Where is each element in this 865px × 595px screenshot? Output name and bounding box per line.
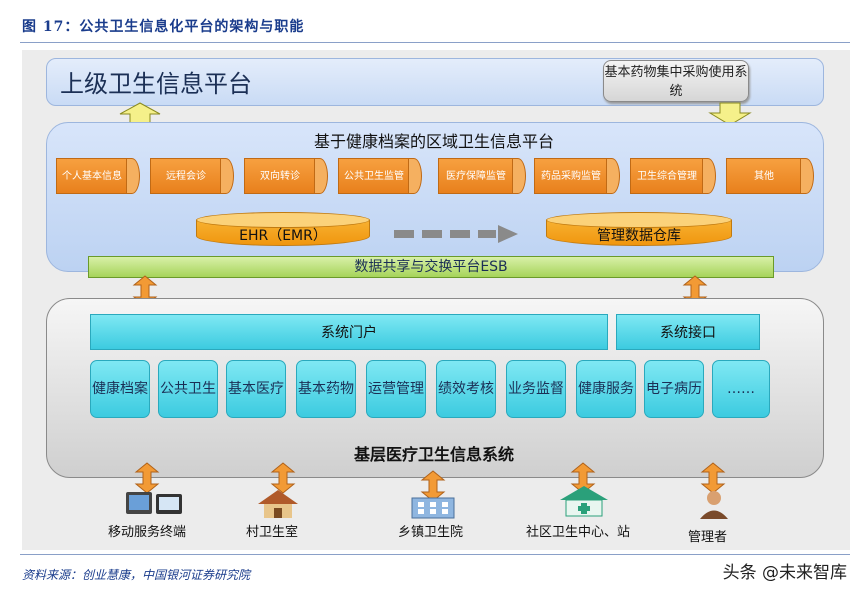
system-portal: 系统门户 xyxy=(90,314,608,350)
base-module: 健康档案 xyxy=(90,360,150,418)
warehouse-label: 管理数据仓库 xyxy=(597,228,681,244)
module-label: 个人基本信息 xyxy=(56,158,128,194)
module-label: 卫生综合管理 xyxy=(630,158,704,194)
procurement-system-box: 基本药物集中采购使用系统 xyxy=(603,60,749,102)
base-module: 电子病历 xyxy=(644,360,704,418)
module-cylinder: 其他 xyxy=(726,158,814,194)
regional-platform-title: 基于健康档案的区域卫生信息平台 xyxy=(313,132,554,151)
township-hospital-icon xyxy=(411,497,455,519)
data-warehouse-database: 管理数据仓库 xyxy=(546,212,732,248)
community-health-center-icon xyxy=(560,486,608,517)
mobile-terminal-icon xyxy=(126,492,182,514)
base-module: 公共卫生 xyxy=(158,360,218,418)
module-label: 医疗保障监管 xyxy=(438,158,514,194)
base-module: 基本医疗 xyxy=(226,360,286,418)
esb-bar: 数据共享与交换平台ESB xyxy=(88,256,774,278)
ehr-label: EHR（EMR） xyxy=(239,228,327,244)
base-module: 健康服务 xyxy=(576,360,636,418)
regional-platform xyxy=(46,122,824,272)
module-cylinder: 个人基本信息 xyxy=(56,158,140,194)
module-label: 远程会诊 xyxy=(150,158,222,194)
base-module: 绩效考核 xyxy=(436,360,496,418)
base-module: 基本药物 xyxy=(296,360,356,418)
module-label: 其他 xyxy=(726,158,802,194)
base-module: 业务监督 xyxy=(506,360,566,418)
watermark: 头条 @未来智库 xyxy=(722,563,847,583)
module-cylinder: 双向转诊 xyxy=(244,158,328,194)
bottom-rule xyxy=(20,554,850,555)
base-module: 运营管理 xyxy=(366,360,426,418)
source-note: 资料来源：创业慧康，中国银河证券研究院 xyxy=(22,568,251,582)
base-module: …… xyxy=(712,360,770,418)
village-clinic-icon xyxy=(258,490,298,518)
endpoint-label: 社区卫生中心、站 xyxy=(526,525,631,540)
module-cylinder: 药品采购监管 xyxy=(534,158,620,194)
system-interface: 系统接口 xyxy=(616,314,760,350)
endpoint-label: 村卫生室 xyxy=(246,525,299,540)
endpoint-arrow xyxy=(270,462,296,494)
figure-title: 图 17：公共卫生信息化平台的架构与职能 xyxy=(22,19,305,35)
endpoint-label: 移动服务终端 xyxy=(108,525,187,540)
module-cylinder: 医疗保障监管 xyxy=(438,158,526,194)
dashed-arrow xyxy=(394,225,518,243)
manager-icon xyxy=(700,491,728,519)
module-label: 双向转诊 xyxy=(244,158,316,194)
top-rule xyxy=(20,42,850,43)
endpoint-label: 乡镇卫生院 xyxy=(398,525,464,540)
ehr-database: EHR（EMR） xyxy=(196,212,370,248)
module-label: 公共卫生监管 xyxy=(338,158,410,194)
module-cylinder: 卫生综合管理 xyxy=(630,158,716,194)
endpoint-label: 管理者 xyxy=(688,530,728,545)
grassroots-system-title: 基层医疗卫生信息系统 xyxy=(353,445,514,464)
module-cylinder: 公共卫生监管 xyxy=(338,158,422,194)
module-cylinder: 远程会诊 xyxy=(150,158,234,194)
upper-platform-title: 上级卫生信息平台 xyxy=(60,70,252,98)
module-label: 药品采购监管 xyxy=(534,158,608,194)
down-arrow-right xyxy=(708,102,752,126)
